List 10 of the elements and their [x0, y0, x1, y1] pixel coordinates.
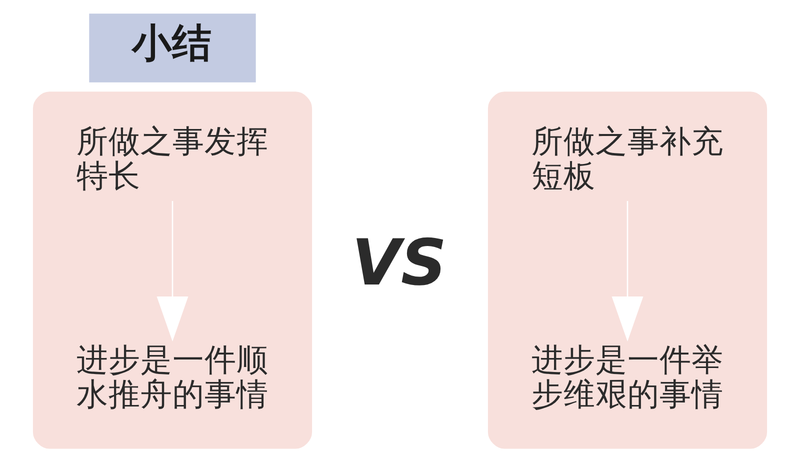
node-text: 进步是一件举步维艰的事情: [532, 342, 724, 412]
label: VS: [352, 225, 447, 300]
arrow: [612, 200, 644, 341]
node-text: 进步是一件顺水推舟的事情: [76, 342, 269, 412]
arrow: [156, 200, 188, 341]
node-text: 所做之事发挥特长: [76, 124, 269, 194]
cluster: [32, 91, 312, 448]
cluster: [488, 91, 768, 448]
node-text: 所做之事补充短板: [532, 124, 724, 194]
node-box: 小结: [89, 13, 256, 82]
